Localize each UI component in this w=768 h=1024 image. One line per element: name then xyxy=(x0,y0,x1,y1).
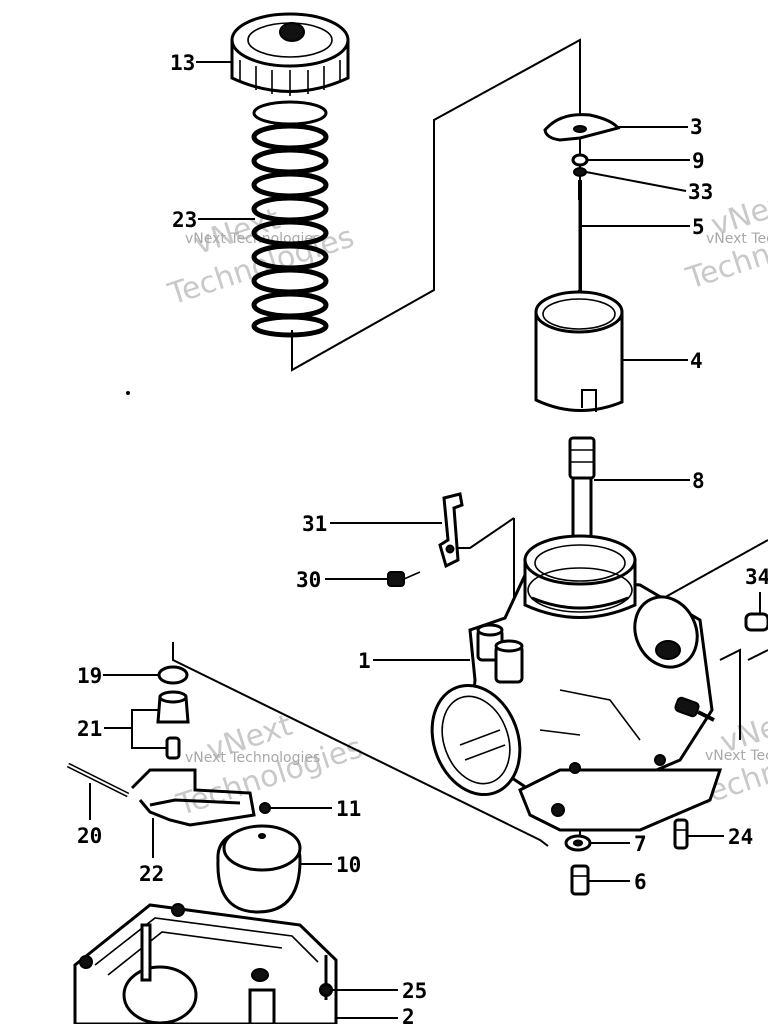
part-7-washer xyxy=(564,834,592,852)
part-2-float-bowl xyxy=(73,903,338,1024)
callout-4: 4 xyxy=(690,349,703,373)
stray-dot xyxy=(126,391,130,395)
part-9-washer xyxy=(571,153,589,167)
leader-lines xyxy=(89,61,761,1019)
callout-19: 19 xyxy=(77,664,102,688)
part-3-needle-clip-plate xyxy=(543,113,621,142)
callout-9: 9 xyxy=(692,149,705,173)
part-6-main-jet xyxy=(570,864,590,896)
watermark-small-mid-right: vNext Technologies xyxy=(705,748,768,764)
watermark-small-mid-left: vNext Technologies xyxy=(185,750,320,766)
watermark-top-right: vNext Technologies xyxy=(681,183,768,297)
callout-30: 30 xyxy=(296,568,321,592)
part-4-throttle-slide xyxy=(534,290,624,412)
part-10-float xyxy=(216,824,302,914)
callout-7: 7 xyxy=(634,832,647,856)
callout-33: 33 xyxy=(688,180,713,204)
callout-34: 34 xyxy=(745,565,768,589)
part-31-cable-bracket xyxy=(438,492,464,569)
callout-5: 5 xyxy=(692,215,705,239)
callout-11: 11 xyxy=(336,797,361,821)
callout-22: 22 xyxy=(139,862,164,886)
part-30-screw xyxy=(387,571,421,587)
callout-1: 1 xyxy=(358,649,371,673)
callout-31: 31 xyxy=(302,512,327,536)
part-25-screw xyxy=(320,955,332,1000)
callout-23: 23 xyxy=(172,208,197,232)
watermark-small-top-right: vNext Technologies xyxy=(706,231,768,247)
callout-labels: 13 23 3 9 33 5 4 8 31 30 34 1 19 21 20 2… xyxy=(77,51,768,1024)
part-22-float-arm xyxy=(130,768,256,827)
part-5-jet-needle xyxy=(577,180,582,300)
part-24-screw xyxy=(673,818,689,850)
callout-24: 24 xyxy=(728,825,753,849)
callout-6: 6 xyxy=(634,870,647,894)
callout-21: 21 xyxy=(77,717,102,741)
callout-3: 3 xyxy=(690,115,703,139)
part-21-float-needle-valve xyxy=(156,690,190,760)
callout-8: 8 xyxy=(692,469,705,493)
part-34-plug xyxy=(744,612,768,632)
part-33-e-clip xyxy=(573,167,587,177)
callout-20: 20 xyxy=(77,824,102,848)
part-23-spring xyxy=(251,100,329,338)
part-11-float-clip xyxy=(259,802,271,814)
part-1-carburetor-body xyxy=(430,534,723,832)
part-13-top-cap xyxy=(230,12,350,96)
part-19-o-ring xyxy=(157,665,189,685)
part-8-needle-jet xyxy=(568,436,596,572)
callout-13: 13 xyxy=(170,51,195,75)
part-20-float-pin xyxy=(66,762,130,798)
callout-10: 10 xyxy=(336,853,361,877)
callout-25: 25 xyxy=(402,979,427,1003)
callout-2: 2 xyxy=(402,1005,415,1024)
